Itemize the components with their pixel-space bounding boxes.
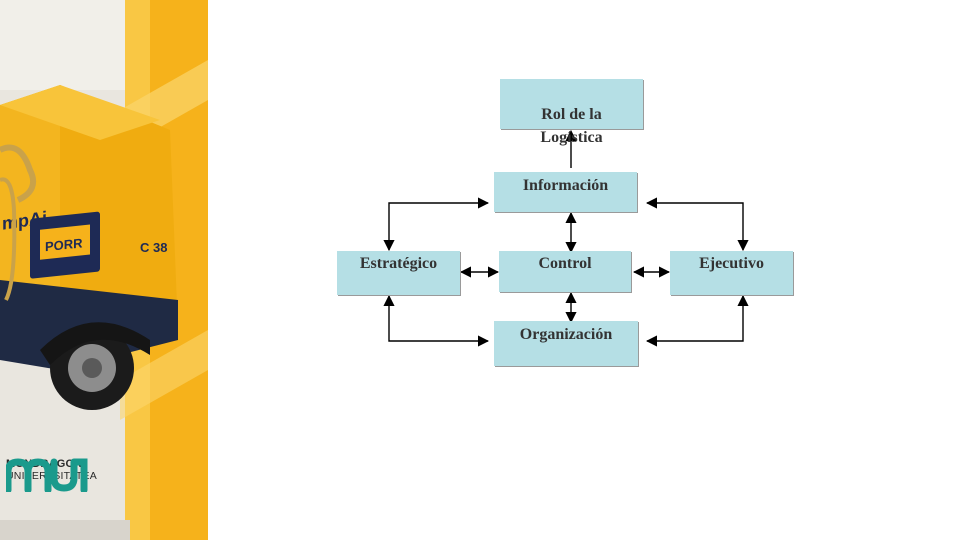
node-organizacion-label: Organización bbox=[519, 326, 613, 343]
machine-brand-text: PORR bbox=[45, 235, 83, 254]
node-rol-label: Rol de la Logística bbox=[540, 106, 603, 146]
mondragon-logo-icon bbox=[6, 458, 88, 492]
node-informacion-label: Información bbox=[522, 177, 609, 194]
node-ejecutivo: Ejecutivo bbox=[670, 251, 793, 295]
node-ejecutivo-label: Ejecutivo bbox=[699, 255, 764, 272]
mondragon-logo: MONDRAGON UNIBERTSITATEA bbox=[6, 458, 106, 492]
photo-panel: PORR mpAi C 38 MONDRAGON UNIBERTSITATEA bbox=[0, 0, 208, 540]
node-control-label: Control bbox=[538, 255, 592, 272]
node-rol-logistica: Rol de la Logística bbox=[500, 79, 643, 146]
edge-organizacion-ejecutivo bbox=[645, 294, 749, 347]
node-control: Control bbox=[499, 251, 631, 292]
compressor-photo: PORR mpAi C 38 bbox=[0, 0, 208, 540]
node-estrategico: Estratégico bbox=[337, 251, 460, 295]
node-organizacion: Organización bbox=[494, 321, 638, 366]
machine-model-text: C 38 bbox=[140, 240, 167, 255]
edge-estrategico-informacion bbox=[383, 197, 490, 252]
edge-informacion-ejecutivo bbox=[645, 197, 749, 252]
node-informacion: Información bbox=[494, 172, 637, 212]
node-estrategico-label: Estratégico bbox=[359, 255, 438, 272]
edge-estrategico-organizacion bbox=[383, 294, 490, 347]
